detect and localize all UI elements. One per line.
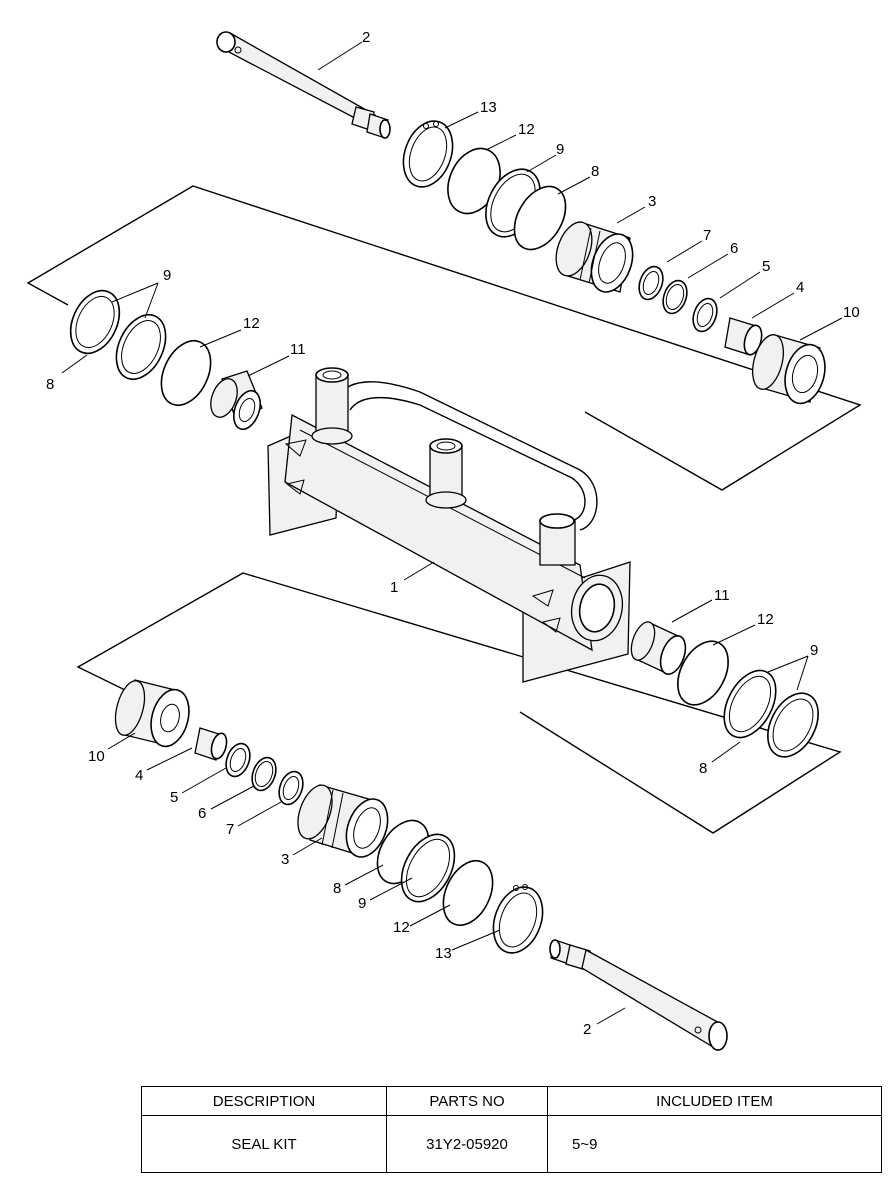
gland-10-lower [114,679,190,748]
callout-4-top: 4 [796,279,804,296]
upper-group-outline [26,185,862,491]
callout-2-lower: 2 [583,1021,591,1038]
callout-7-top: 7 [703,227,711,244]
cylinder-body [267,367,631,683]
seal-5-lower [225,742,251,778]
table-header-row: DESCRIPTION PARTS NO INCLUDED ITEM [141,1086,882,1116]
callout-12-top: 12 [518,121,535,138]
gland-10-top [752,334,826,405]
callout-13-top: 13 [480,99,497,116]
callout-1: 1 [390,579,398,596]
pin-top [216,31,391,139]
exploded-parts-diagram: 2 13 12 9 8 3 7 6 5 4 10 9 8 12 11 1 11 … [26,29,862,1052]
piston-lower [297,784,389,858]
header-parts-no: PARTS NO [386,1086,548,1116]
callout-6-lower: 6 [198,805,206,822]
callout-12-right: 12 [757,611,774,628]
piston-top [555,221,634,293]
callout-9-lower: 9 [358,895,366,912]
callout-9-right: 9 [810,642,818,659]
callout-11-left: 11 [290,341,306,358]
header-included-item: INCLUDED ITEM [547,1086,882,1116]
callout-4-lower: 4 [135,767,143,784]
bushing-4-lower [194,727,228,761]
rings-left-upper [69,289,212,406]
cell-parts-no: 31Y2-05920 [386,1115,548,1173]
lower-group-outline [76,572,842,834]
seal-6-lower [251,756,277,792]
callout-8-left: 8 [46,376,54,393]
callout-3-top: 3 [648,193,656,210]
leader-lines [61,41,843,1025]
callout-labels: 2 13 12 9 8 3 7 6 5 4 10 9 8 12 11 1 11 … [46,29,860,1038]
seal-7-lower [278,770,304,806]
callout-12-left: 12 [243,315,260,332]
pin-lower [549,939,728,1052]
callout-10-lower: 10 [88,748,105,765]
bushing-11-lower [630,621,687,675]
seal-5-top [692,297,718,333]
rings-lower [376,819,494,926]
header-description: DESCRIPTION [141,1086,387,1116]
seal-kit-table: DESCRIPTION PARTS NO INCLUDED ITEM SEAL … [141,1086,882,1173]
callout-12-lower: 12 [393,919,410,936]
cell-included-item: 5~9 [547,1115,882,1173]
callout-3-lower: 3 [281,851,289,868]
callout-9-top: 9 [556,141,564,158]
callout-5-top: 5 [762,258,770,275]
callout-9-left: 9 [163,267,171,284]
seal-6-top [662,279,688,315]
callout-10-top: 10 [843,304,860,321]
bushing-11-upper [210,370,263,431]
callout-8-right: 8 [699,760,707,777]
retaining-ring-lower [492,884,544,954]
rings-right-middle [677,640,819,758]
table-row: SEAL KIT 31Y2-05920 5~9 [141,1115,882,1173]
retaining-ring-top [402,120,454,188]
callout-6-top: 6 [730,240,738,257]
callout-7-lower: 7 [226,821,234,838]
callout-2-top: 2 [362,29,370,46]
callout-11-right: 11 [714,587,730,604]
o-ring-8-top [513,185,567,251]
callout-5-lower: 5 [170,789,178,806]
cell-description: SEAL KIT [141,1115,387,1173]
callout-8-top: 8 [591,163,599,180]
callout-13-lower: 13 [435,945,452,962]
seal-7-top [638,265,664,301]
callout-8-lower: 8 [333,880,341,897]
bushing-4-top [724,317,763,356]
